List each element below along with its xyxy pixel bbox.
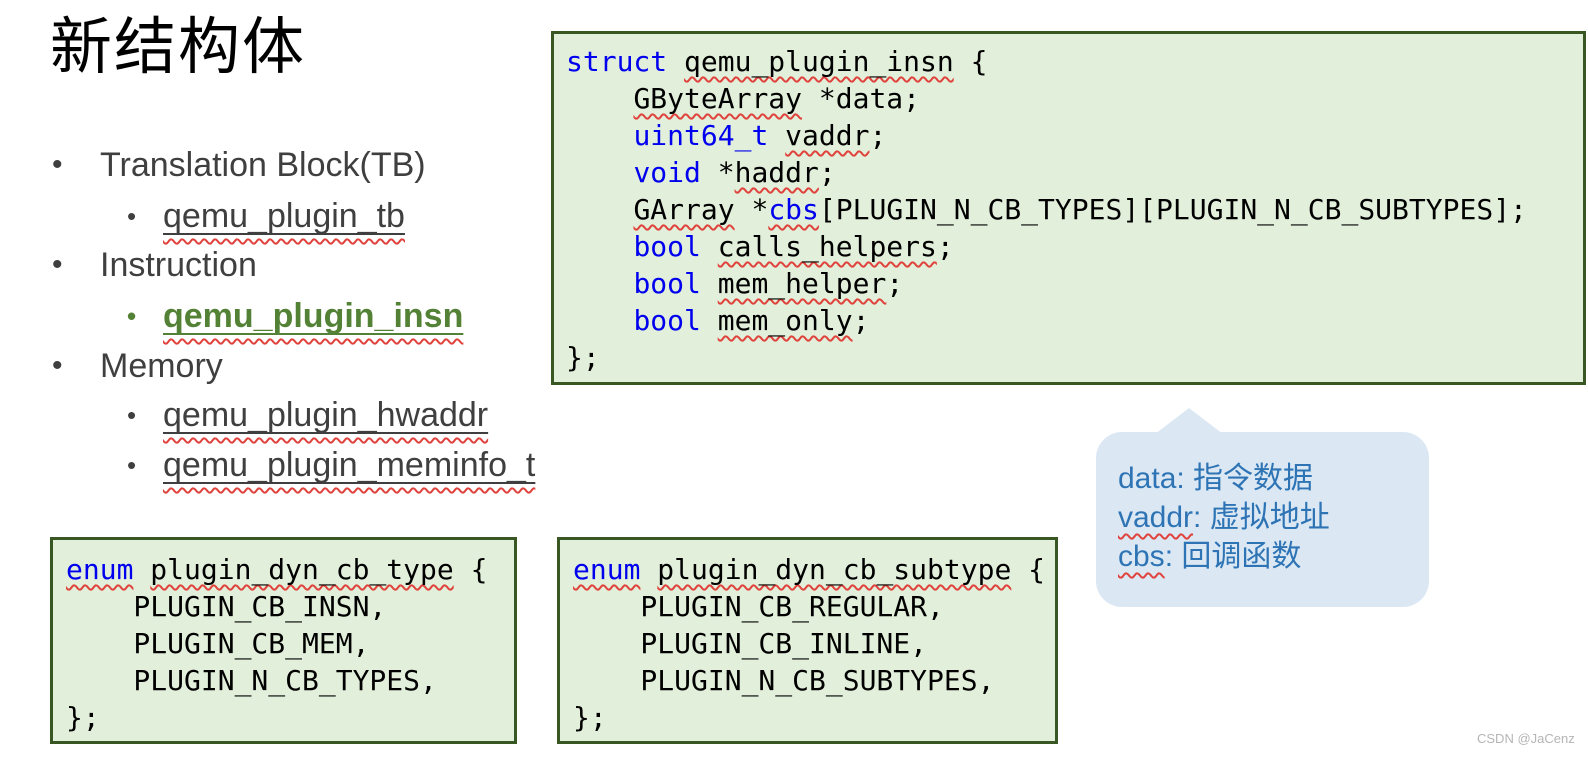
outline-item-label: qemu_plugin_meminfo_t [163,446,536,484]
outline-item-label: Translation Block(TB) [100,146,426,184]
enum-plugin-dyn-cb-subtype-code-box: enum plugin_dyn_cb_subtype { PLUGIN_CB_R… [557,537,1058,744]
outline-item-qemu-plugin-tb: • qemu_plugin_tb [127,194,405,238]
slide-title: 新结构体 [50,13,307,82]
bullet-icon: • [52,349,63,382]
code-line: enum plugin_dyn_cb_subtype { [573,553,1046,586]
outline-item-qemu-plugin-meminfo-t: • qemu_plugin_meminfo_t [127,443,535,487]
code-line: enum plugin_dyn_cb_type { [66,553,488,586]
code-line: bool calls_helpers; [633,230,954,263]
callout-pointer [1155,408,1223,434]
code-line: data: 指令数据 [1118,462,1314,495]
bullet-icon: • [52,248,63,281]
outline-item-translation-block: • Translation Block(TB) [52,143,426,187]
code-line: }; [566,341,600,374]
code-line: PLUGIN_N_CB_TYPES, [66,664,437,697]
outline-item-label: qemu_plugin_tb [163,197,405,235]
code-line: vaddr: 虚拟地址 [1118,501,1330,534]
callout-bubble: data: 指令数据 vaddr: 虚拟地址 cbs: 回调函数 [1096,432,1429,607]
bullet-icon: • [127,400,137,430]
code-line: }; [66,701,100,734]
outline-item-label: qemu_plugin_hwaddr [163,396,489,434]
outline-item-instruction: • Instruction [52,243,257,287]
outline-item-memory: • Memory [52,344,223,388]
code-line: PLUGIN_CB_INSN, [66,590,387,623]
outline-item-label: Memory [100,347,223,385]
enum-plugin-dyn-cb-type-code-box: enum plugin_dyn_cb_type { PLUGIN_CB_INSN… [50,537,517,744]
watermark: CSDN @JaCenz [1477,731,1575,746]
code-line: PLUGIN_CB_INLINE, [573,627,928,660]
code-line: bool mem_only; [633,304,870,337]
outline-item-qemu-plugin-insn: • qemu_plugin_insn [127,294,463,338]
code-line: uint64_t vaddr; [633,119,887,152]
outline-item-label: qemu_plugin_insn [163,297,464,335]
code-line: GByteArray *data; [633,82,921,115]
struct-qemu-plugin-insn-code-box: struct qemu_plugin_insn { GByteArray *da… [551,31,1586,385]
code-line: struct qemu_plugin_insn { [566,45,988,78]
bullet-icon: • [52,148,63,181]
code-line: PLUGIN_CB_MEM, [66,627,370,660]
outline-item-qemu-plugin-hwaddr: • qemu_plugin_hwaddr [127,393,488,437]
bullet-icon: • [127,201,137,231]
code-line: PLUGIN_CB_REGULAR, [573,590,944,623]
outline-item-label: Instruction [100,246,257,284]
code-line: bool mem_helper; [633,267,904,300]
code-line: GArray *cbs[PLUGIN_N_CB_TYPES][PLUGIN_N_… [633,193,1527,226]
code-line: }; [573,701,607,734]
bullet-icon: • [127,450,137,480]
code-line: cbs: 回调函数 [1118,540,1302,573]
code-line: PLUGIN_N_CB_SUBTYPES, [573,664,995,697]
code-line: void *haddr; [633,156,836,189]
bullet-icon: • [127,301,137,331]
